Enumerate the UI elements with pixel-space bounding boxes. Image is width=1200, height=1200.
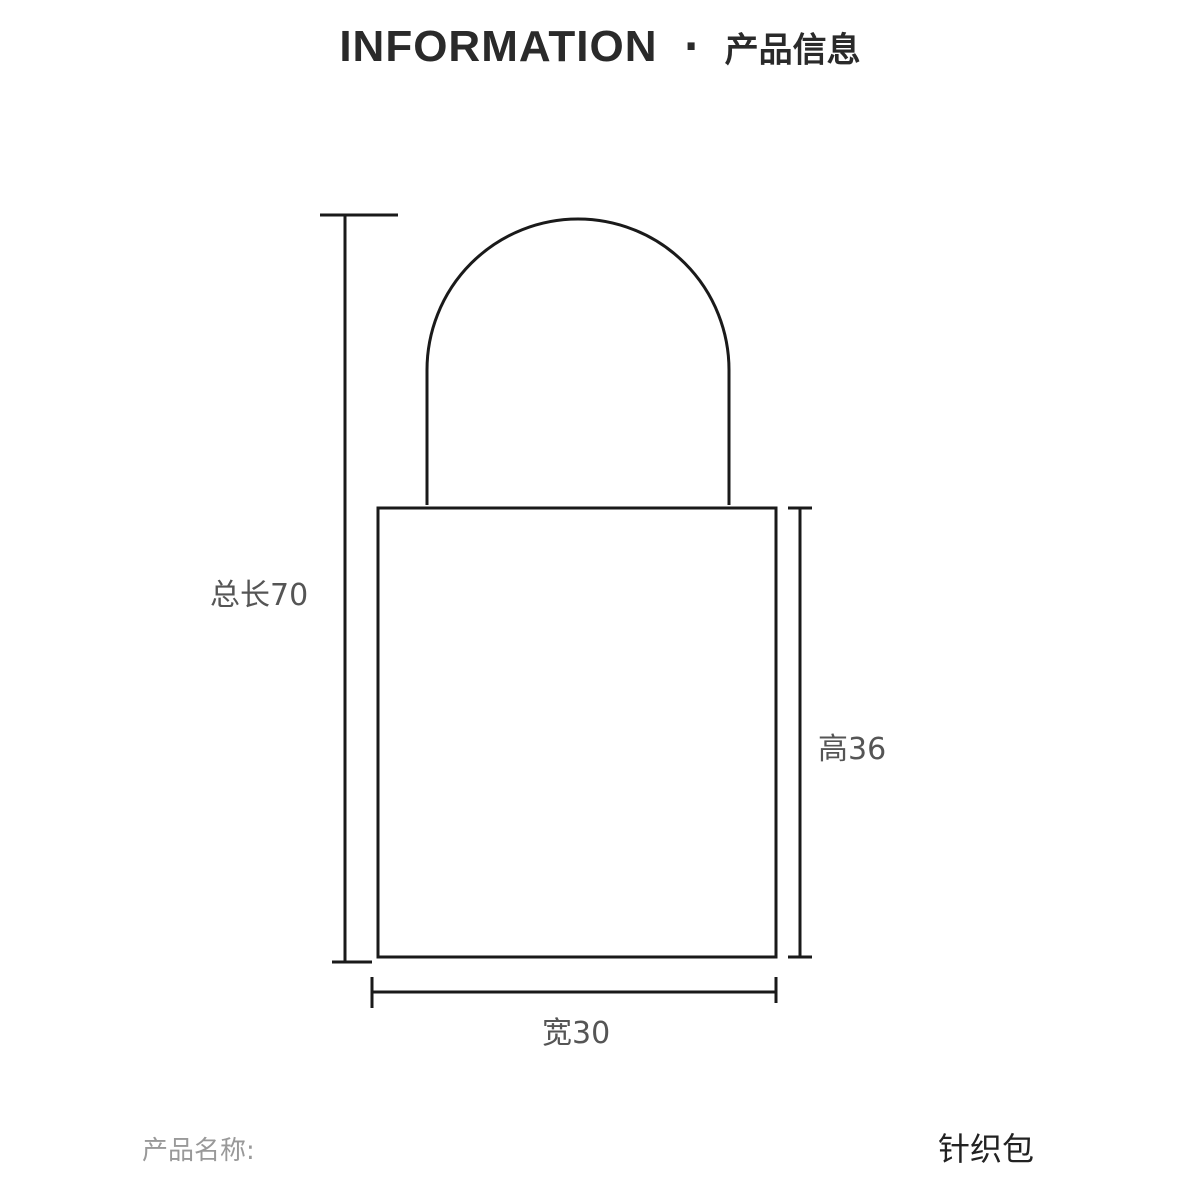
bag-body	[376, 506, 778, 959]
total-length-label: 总长70	[210, 578, 309, 613]
title-separator: ·	[683, 24, 699, 70]
height-dimension	[788, 506, 812, 959]
bag-handle	[425, 217, 731, 505]
product-name-label: 产品名称:	[142, 1136, 255, 1166]
height-label: 高36	[818, 732, 887, 767]
title-chinese: 产品信息	[724, 30, 861, 71]
product-name-value: 针织包	[937, 1130, 1034, 1168]
title-english: INFORMATION	[339, 22, 658, 71]
page-title: INFORMATION · 产品信息	[0, 22, 1200, 72]
width-dimension	[370, 977, 778, 1008]
width-label: 宽30	[542, 1016, 611, 1051]
total-length-dimension	[320, 213, 398, 964]
